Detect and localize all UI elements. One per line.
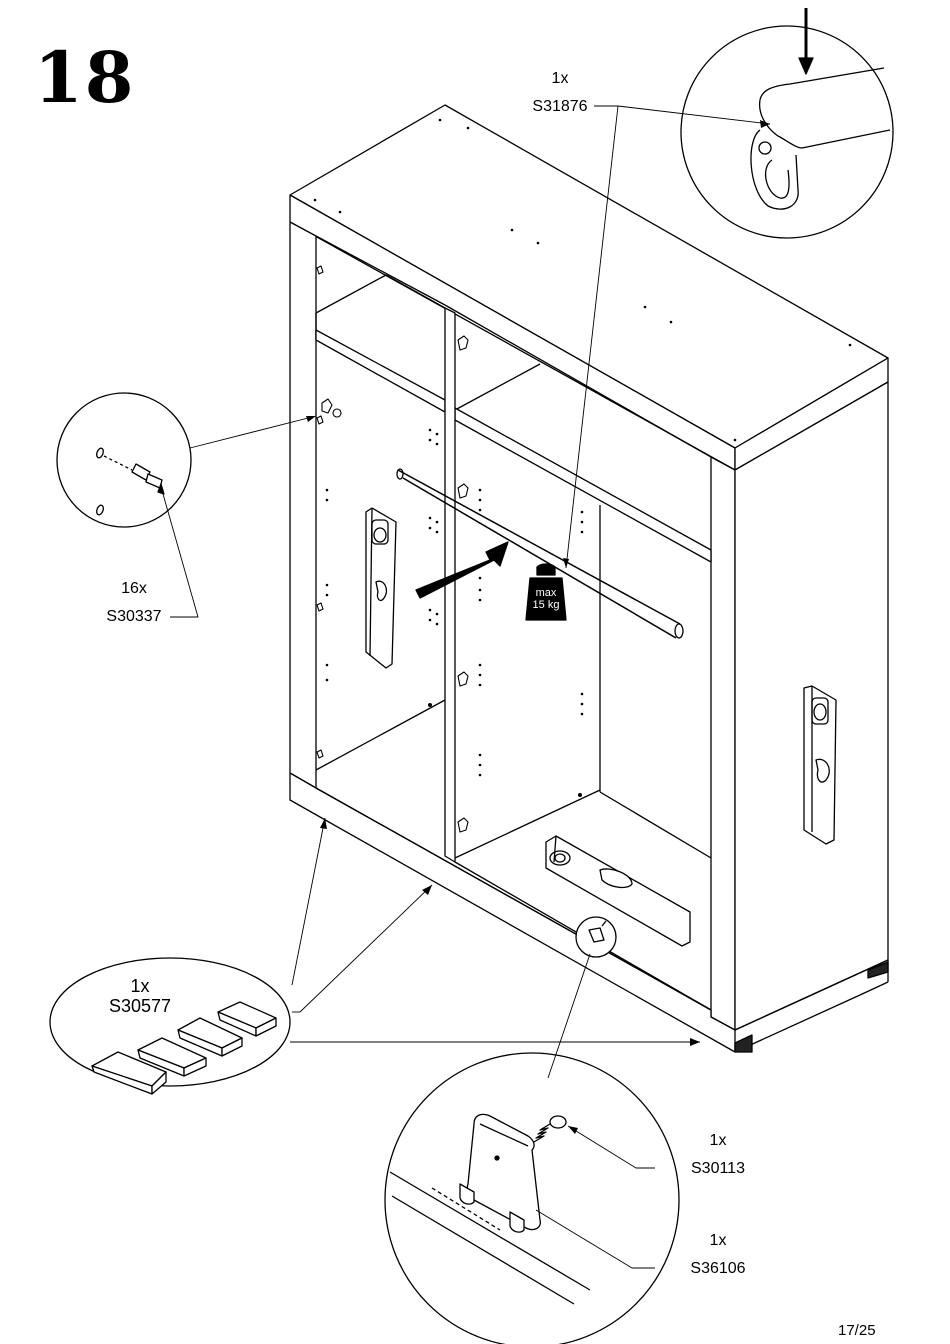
- wedge-part-label: 1x S30577: [90, 976, 190, 1016]
- page-number: 17/25: [838, 1322, 876, 1339]
- rail-arrow: [415, 541, 509, 599]
- back-panel: [315, 235, 712, 859]
- bracket-part-label: 1x S36106: [678, 1232, 758, 1278]
- wedge-qty: 1x: [130, 976, 150, 996]
- screw-code: S30113: [691, 1160, 745, 1177]
- wedge-detail: [49, 957, 291, 1095]
- weight-icon: [525, 563, 567, 621]
- spirit-level-bottom: [545, 835, 691, 947]
- screw-part-label: 1x S30113: [678, 1132, 758, 1178]
- rail-qty: 1x: [551, 70, 569, 87]
- step-number: 18: [34, 36, 136, 119]
- shelf-pin-part-label: 16x S30337: [94, 580, 174, 626]
- weight-label: max 15 kg: [528, 587, 564, 611]
- shelf-pin-holes: [313, 118, 852, 797]
- center-divider: [315, 307, 712, 1011]
- spirit-level-right: [803, 685, 837, 845]
- weight-label-max: max: [535, 587, 557, 599]
- bracket-marker: [575, 916, 617, 958]
- rail-part-label: 1x S31876: [520, 70, 600, 116]
- left-side-panel: [289, 221, 317, 789]
- bracket-detail: [384, 1052, 680, 1344]
- shelf-pin-code: S30337: [106, 608, 162, 625]
- wedge-code: S30577: [108, 996, 172, 1016]
- screw-qty: 1x: [709, 1132, 727, 1149]
- bracket-qty: 1x: [709, 1232, 727, 1249]
- bracket-code: S36106: [690, 1260, 746, 1277]
- spirit-level-left: [365, 507, 397, 669]
- cabinet-top: [289, 104, 889, 471]
- rail-holder-detail: [680, 8, 894, 239]
- shelf-pin-detail: [56, 392, 192, 528]
- shelf-pin-qty: 16x: [121, 580, 147, 597]
- leader-arrowheads: [306, 120, 770, 1134]
- right-side-panel: [710, 381, 889, 1031]
- upper-shelf-left: [315, 329, 446, 413]
- hinge-marks: [316, 265, 469, 833]
- cabinet-bottom: [289, 772, 889, 1053]
- weight-label-kg: 15 kg: [532, 599, 560, 611]
- clothes-rail: [396, 468, 684, 639]
- rail-code: S31876: [532, 98, 588, 115]
- leader-lines: [162, 105, 771, 1269]
